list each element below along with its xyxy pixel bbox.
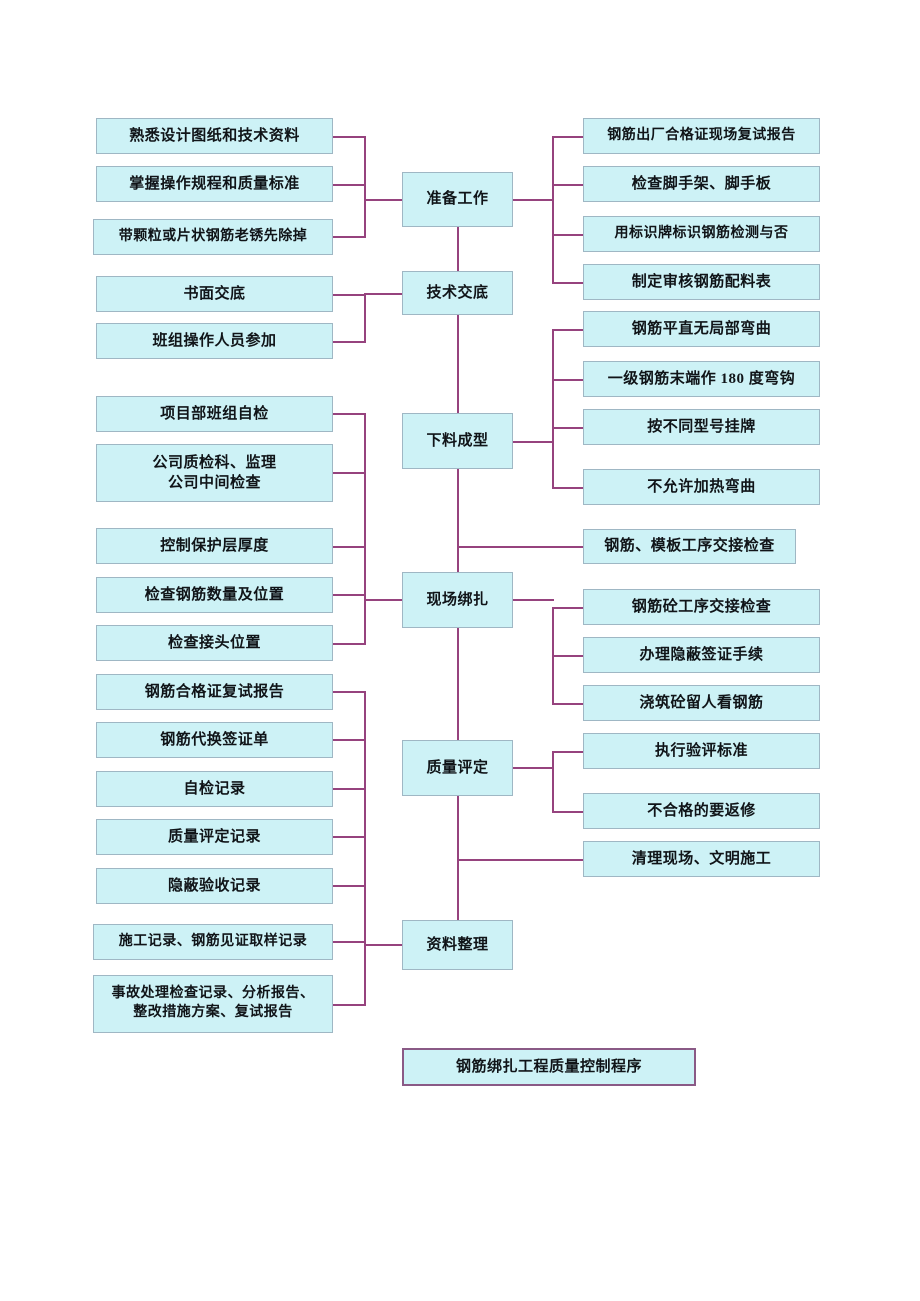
left-item-box[interactable]: 书面交底	[96, 276, 333, 312]
connector-segment	[552, 751, 583, 753]
connector-bus	[552, 136, 554, 283]
connector-segment	[333, 941, 366, 943]
connector-segment	[333, 643, 366, 645]
connector-segment	[333, 413, 366, 415]
left-item-box[interactable]: 带颗粒或片状钢筋老锈先除掉	[93, 219, 333, 255]
connector-segment	[333, 184, 366, 186]
connector-segment	[333, 691, 366, 693]
right-item-box[interactable]: 钢筋砼工序交接检查	[583, 589, 820, 625]
right-item-box[interactable]: 按不同型号挂牌	[583, 409, 820, 445]
connector-segment	[552, 703, 583, 705]
diagram-title-box: 钢筋绑扎工程质量控制程序	[402, 1048, 696, 1086]
connector-segment	[333, 294, 366, 296]
stage-box-tying[interactable]: 现场绑扎	[402, 572, 513, 628]
right-item-box[interactable]: 钢筋出厂合格证现场复试报告	[583, 118, 820, 154]
left-item-box[interactable]: 掌握操作规程和质量标准	[96, 166, 333, 202]
connector-segment	[333, 472, 366, 474]
connector-segment	[552, 427, 583, 429]
connector-segment	[364, 944, 402, 946]
connector-segment	[552, 329, 583, 331]
left-item-box[interactable]: 质量评定记录	[96, 819, 333, 855]
right-item-box[interactable]: 制定审核钢筋配料表	[583, 264, 820, 300]
connector-bus	[552, 751, 554, 812]
connector-segment	[513, 199, 554, 201]
right-item-box[interactable]: 钢筋平直无局部弯曲	[583, 311, 820, 347]
connector-segment	[513, 441, 554, 443]
stage-box-tech[interactable]: 技术交底	[402, 271, 513, 315]
connector-segment	[333, 594, 366, 596]
connector-spine	[457, 227, 459, 271]
right-item-box[interactable]: 不合格的要返修	[583, 793, 820, 829]
left-item-box[interactable]: 公司质检科、监理 公司中间检查	[96, 444, 333, 502]
left-item-box[interactable]: 施工记录、钢筋见证取样记录	[93, 924, 333, 960]
stage-box-records[interactable]: 资料整理	[402, 920, 513, 970]
left-item-box[interactable]: 钢筋代换签证单	[96, 722, 333, 758]
stage-box-prep[interactable]: 准备工作	[402, 172, 513, 227]
connector-segment	[333, 1004, 366, 1006]
connector-segment	[333, 136, 366, 138]
connector-segment	[552, 379, 583, 381]
right-item-box[interactable]: 执行验评标准	[583, 733, 820, 769]
left-item-box[interactable]: 隐蔽验收记录	[96, 868, 333, 904]
connector-segment	[552, 282, 583, 284]
connector-segment	[457, 546, 583, 548]
right-item-box[interactable]: 浇筑砼留人看钢筋	[583, 685, 820, 721]
connector-segment	[457, 859, 583, 861]
left-item-box[interactable]: 班组操作人员参加	[96, 323, 333, 359]
left-item-box[interactable]: 事故处理检查记录、分析报告、 整改措施方案、复试报告	[93, 975, 333, 1033]
connector-bus	[364, 691, 366, 1005]
left-item-box[interactable]: 项目部班组自检	[96, 396, 333, 432]
connector-bus	[364, 294, 366, 342]
connector-segment	[513, 599, 554, 601]
connector-bus	[552, 329, 554, 488]
connector-segment	[552, 234, 583, 236]
left-item-box[interactable]: 熟悉设计图纸和技术资料	[96, 118, 333, 154]
connector-segment	[333, 546, 366, 548]
right-item-box[interactable]: 一级钢筋末端作 180 度弯钩	[583, 361, 820, 397]
right-item-box[interactable]: 清理现场、文明施工	[583, 841, 820, 877]
connector-segment	[552, 607, 583, 609]
connector-spine	[457, 796, 459, 920]
connector-spine	[457, 469, 459, 572]
connector-segment	[333, 788, 366, 790]
connector-spine	[457, 628, 459, 740]
right-item-box[interactable]: 检查脚手架、脚手板	[583, 166, 820, 202]
right-item-box[interactable]: 用标识牌标识钢筋检测与否	[583, 216, 820, 252]
connector-segment	[364, 199, 402, 201]
connector-segment	[552, 487, 583, 489]
left-item-box[interactable]: 自检记录	[96, 771, 333, 807]
connector-segment	[552, 811, 583, 813]
connector-bus	[364, 413, 366, 644]
connector-segment	[364, 599, 402, 601]
connector-segment	[333, 836, 366, 838]
right-item-box[interactable]: 不允许加热弯曲	[583, 469, 820, 505]
connector-segment	[552, 136, 583, 138]
connector-spine	[457, 315, 459, 413]
left-item-box[interactable]: 控制保护层厚度	[96, 528, 333, 564]
connector-segment	[364, 293, 402, 295]
right-item-box[interactable]: 办理隐蔽签证手续	[583, 637, 820, 673]
connector-segment	[552, 655, 583, 657]
connector-segment	[552, 184, 583, 186]
stage-box-quality[interactable]: 质量评定	[402, 740, 513, 796]
right-item-box[interactable]: 钢筋、模板工序交接检查	[583, 529, 796, 564]
stage-box-forming[interactable]: 下料成型	[402, 413, 513, 469]
connector-segment	[513, 767, 554, 769]
connector-segment	[333, 885, 366, 887]
left-item-box[interactable]: 检查钢筋数量及位置	[96, 577, 333, 613]
left-item-box[interactable]: 检查接头位置	[96, 625, 333, 661]
connector-segment	[333, 341, 366, 343]
left-item-box[interactable]: 钢筋合格证复试报告	[96, 674, 333, 710]
connector-segment	[333, 739, 366, 741]
connector-bus	[364, 136, 366, 237]
connector-segment	[333, 236, 366, 238]
